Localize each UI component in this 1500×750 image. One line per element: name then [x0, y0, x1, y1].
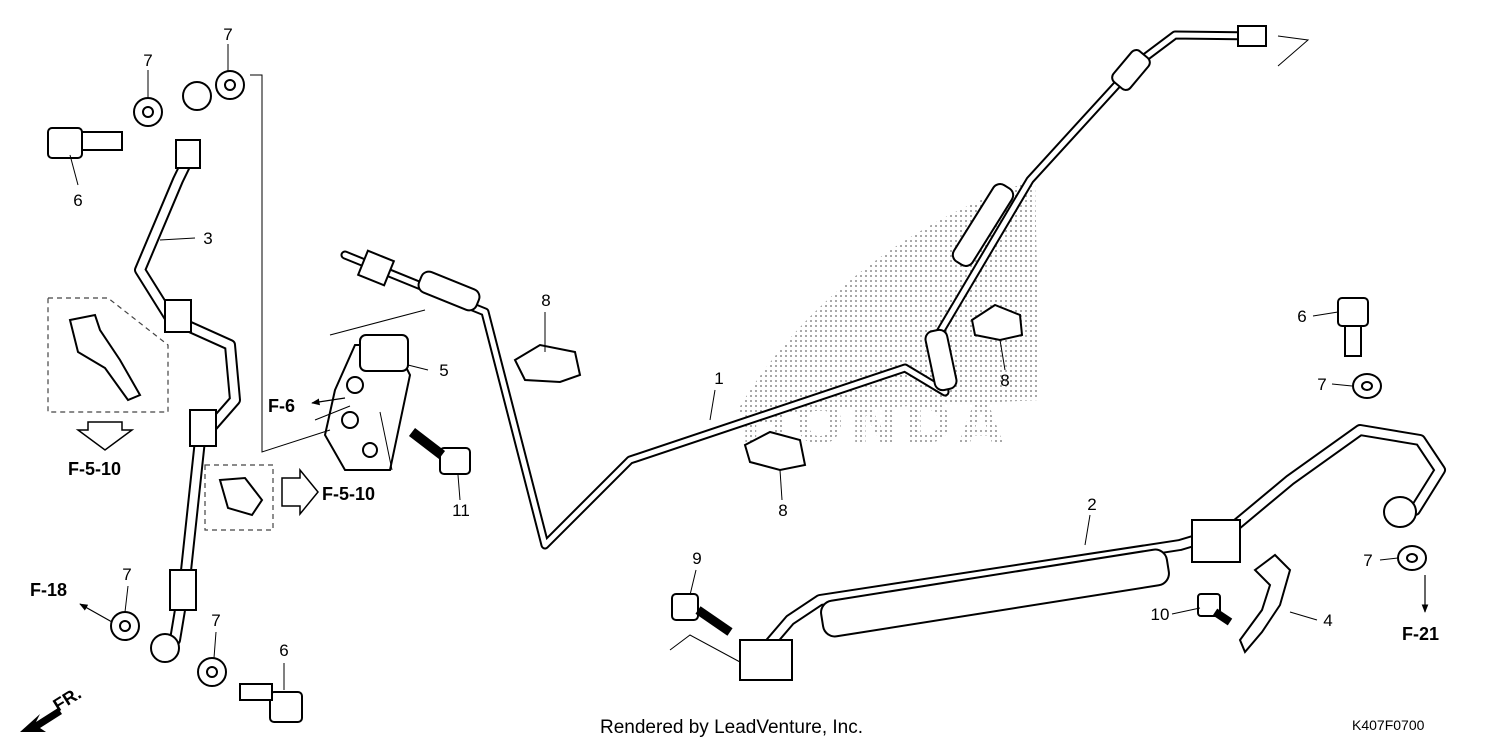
callout-7-e: 7 [1317, 375, 1326, 394]
banjo-fitting-top [182, 81, 212, 111]
callout-1: 1 [714, 369, 723, 388]
inset-bracket-detail [47, 297, 169, 451]
hose-3-clip [189, 409, 217, 447]
hose-stay-4 [1238, 553, 1292, 654]
hose-2-banjo [1383, 496, 1417, 528]
callout-7-a: 7 [143, 51, 152, 70]
callout-6-right: 6 [1297, 307, 1306, 326]
bolt-10 [1197, 593, 1233, 626]
callout-6-bottom: 6 [279, 641, 288, 660]
hose-3-fitting-bottom [169, 569, 197, 611]
callout-11: 11 [452, 501, 470, 520]
callout-9: 9 [692, 549, 701, 568]
callout-6-top-left: 6 [73, 191, 82, 210]
bolt-11 [408, 428, 471, 475]
callout-4: 4 [1323, 611, 1332, 630]
callout-7-f: 7 [1363, 551, 1372, 570]
callout-8-mid: 8 [778, 501, 787, 520]
ref-f21: F-21 [1402, 624, 1439, 644]
bolt-9 [671, 593, 733, 636]
pipe-1-flare-nut [1237, 25, 1267, 47]
bolt-6-right [1337, 297, 1369, 357]
pipe-1-flare-nut-left [356, 249, 396, 287]
footer-credit: Rendered by LeadVenture, Inc. [600, 717, 863, 738]
callout-labels: 1 2 3 4 5 6 6 6 7 7 7 7 7 7 8 8 8 9 10 1… [73, 25, 1372, 660]
callout-3: 3 [203, 229, 212, 248]
ref-f18: F-18 [30, 580, 67, 600]
callout-2: 2 [1087, 495, 1096, 514]
pipe-clip-8-right [970, 303, 1024, 342]
ref-f5-10-right: F-5-10 [322, 484, 375, 504]
pipe-1-sleeve-left [417, 270, 481, 312]
banjo-fitting-bottom [150, 633, 180, 663]
ref-f6: F-6 [268, 396, 295, 416]
pipe-1-sleeve-mid [951, 183, 1015, 267]
hose-3-fitting-top [175, 139, 201, 169]
inset-clip-detail [204, 464, 319, 531]
group-bracket-line [250, 74, 331, 453]
brake-pipe-1 [340, 25, 1267, 550]
callout-5: 5 [439, 361, 448, 380]
front-direction-arrow-icon [20, 708, 62, 732]
arrow-to-f6 [311, 397, 346, 406]
callout-10: 10 [1151, 605, 1170, 624]
leader-lines [69, 35, 1399, 690]
pipe-1-sleeve-upper [1111, 49, 1151, 91]
brake-hose-2 [739, 424, 1446, 681]
proportioning-valve-5 [323, 334, 412, 471]
callout-7-c: 7 [122, 565, 131, 584]
diagram-code: K407F0700 [1352, 717, 1425, 733]
pipe-clip-8-left [513, 343, 582, 384]
callout-7-b: 7 [223, 25, 232, 44]
arrow-to-f18 [79, 603, 113, 623]
hose-3-grommet [164, 299, 192, 333]
pipe-1-sleeve-lower [924, 328, 958, 392]
callout-7-d: 7 [211, 611, 220, 630]
brake-hose-3 [134, 81, 241, 663]
pipe-clip-8-mid [743, 430, 807, 472]
ref-f5-10-left: F-5-10 [68, 459, 121, 479]
hose-2-grommet [1191, 519, 1241, 563]
washers-7 [110, 70, 1427, 687]
bolt-6-bottom [239, 683, 303, 723]
hose-2-sleeve [820, 548, 1170, 638]
callout-8-left: 8 [541, 291, 550, 310]
callout-8-right: 8 [1000, 371, 1009, 390]
hose-2-fitting [739, 639, 793, 681]
bolt-6-top-left [47, 127, 123, 159]
